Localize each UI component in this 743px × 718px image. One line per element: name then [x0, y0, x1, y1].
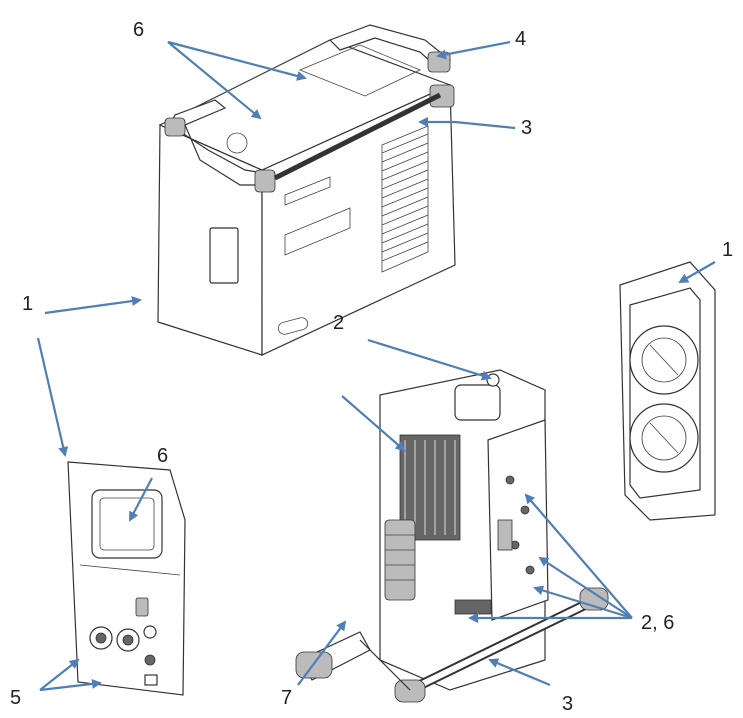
internal-chassis: [295, 369, 609, 703]
callout-6-top-cover: 6: [133, 19, 145, 41]
handle-rod: [273, 92, 442, 181]
callout-3-rod: 3: [521, 117, 533, 139]
top-cover-assembly: [157, 24, 456, 356]
callout-7: 7: [281, 687, 293, 709]
callout-5: 5: [10, 687, 22, 709]
callout-2-6: 2, 6: [641, 612, 675, 634]
vent-grille: [381, 125, 429, 273]
callout-6-panel: 6: [157, 445, 169, 467]
callout-1-left: 1: [22, 293, 34, 315]
display-window: [91, 489, 163, 559]
callout-3-base: 3: [562, 693, 574, 715]
fan-panel: [619, 261, 716, 521]
callout-4-handle: 4: [515, 28, 527, 50]
leader-arrows: [36, 40, 716, 692]
front-control-panel: [67, 461, 186, 696]
heatsink: [399, 434, 461, 541]
callout-2: 2: [333, 312, 345, 334]
callout-1-right: 1: [722, 239, 734, 261]
